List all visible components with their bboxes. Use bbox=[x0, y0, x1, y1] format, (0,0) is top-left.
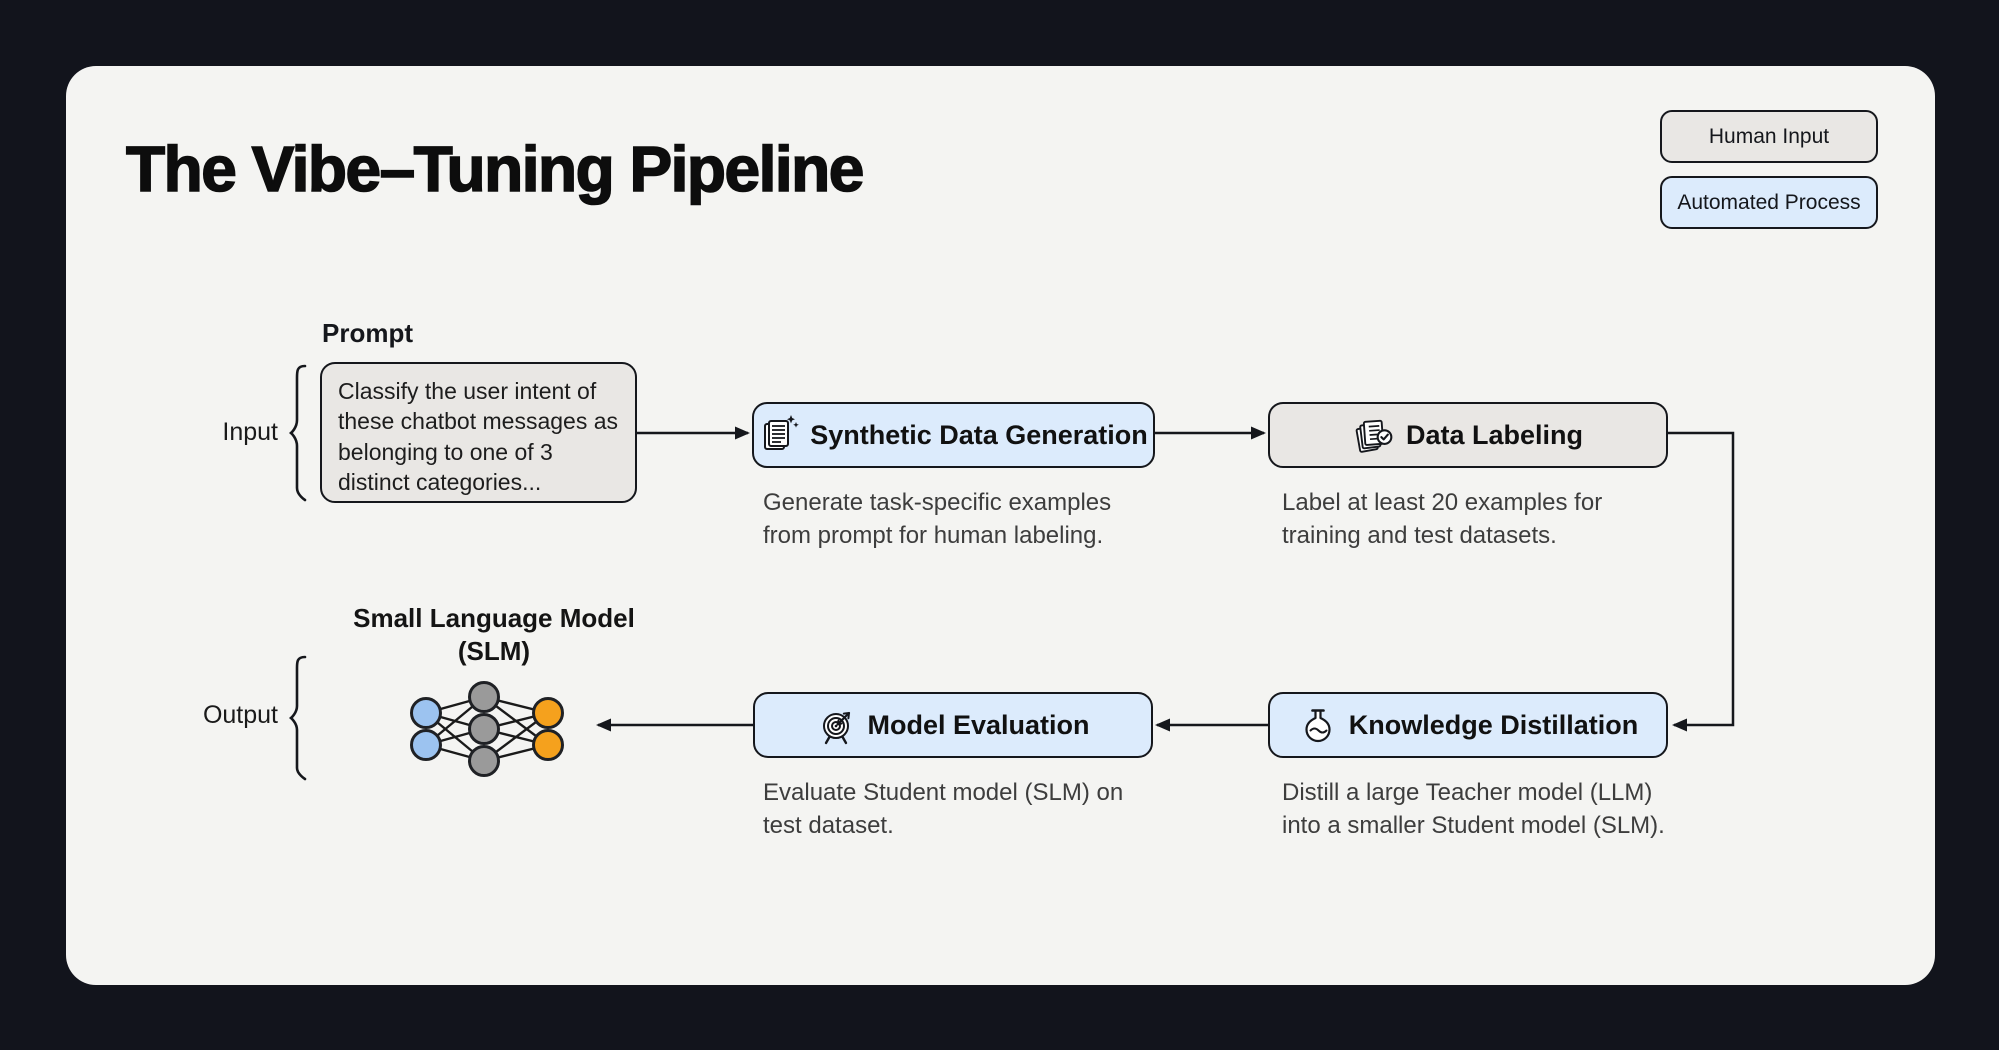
document-sparkle-icon bbox=[764, 415, 800, 450]
input-brace bbox=[288, 364, 307, 502]
output-brace bbox=[288, 655, 307, 781]
target-icon bbox=[823, 711, 851, 745]
input-label: Input bbox=[222, 418, 278, 446]
arrow-labeling-to-distillation bbox=[1668, 431, 1735, 732]
prompt-box: Classify the user intent of these chatbo… bbox=[320, 362, 637, 503]
step-data-labeling: Data Labeling bbox=[1268, 402, 1668, 468]
legend-automated-label: Automated Process bbox=[1677, 190, 1861, 214]
page-title: The Vibe–Tuning Pipeline bbox=[125, 132, 865, 206]
step-model-evaluation: Model Evaluation bbox=[753, 692, 1153, 758]
step-title: Knowledge Distillation bbox=[1348, 709, 1639, 740]
step-caption-data-labeling: Label at least 20 examples for training … bbox=[1282, 489, 1603, 549]
step-synthetic-data-generation: Synthetic Data Generation bbox=[752, 402, 1155, 468]
legend-human-input: Human Input bbox=[1660, 110, 1878, 163]
step-caption-model-evaluation: Evaluate Student model (SLM) on test dat… bbox=[763, 779, 1124, 839]
hidden-node bbox=[468, 713, 500, 745]
prompt-label: Prompt bbox=[322, 318, 413, 348]
documents-check-icon bbox=[1355, 419, 1393, 453]
step-caption-knowledge-distillation: Distill a large Teacher model (LLM) into… bbox=[1282, 779, 1665, 839]
hidden-node bbox=[468, 745, 500, 777]
step-title: Data Labeling bbox=[1405, 419, 1584, 450]
slm-network-graphic bbox=[410, 681, 564, 777]
step-title: Model Evaluation bbox=[867, 709, 1090, 740]
output-node bbox=[532, 697, 564, 729]
legend-human-label: Human Input bbox=[1708, 124, 1830, 148]
step-knowledge-distillation: Knowledge Distillation bbox=[1268, 692, 1668, 758]
input-node bbox=[410, 697, 442, 729]
output-label: Output bbox=[202, 701, 278, 729]
flask-icon bbox=[1305, 709, 1331, 743]
slm-label: Small Language Model (SLM) bbox=[353, 603, 635, 667]
step-caption-synthetic-data-generation: Generate task-specific examples from pro… bbox=[763, 489, 1112, 549]
diagram-card: The Vibe–Tuning Pipeline Human Input Aut… bbox=[66, 66, 1935, 985]
hidden-node bbox=[468, 681, 500, 713]
legend-automated-process: Automated Process bbox=[1660, 176, 1878, 229]
input-node bbox=[410, 729, 442, 761]
output-node bbox=[532, 729, 564, 761]
step-title: Synthetic Data Generation bbox=[810, 419, 1148, 450]
